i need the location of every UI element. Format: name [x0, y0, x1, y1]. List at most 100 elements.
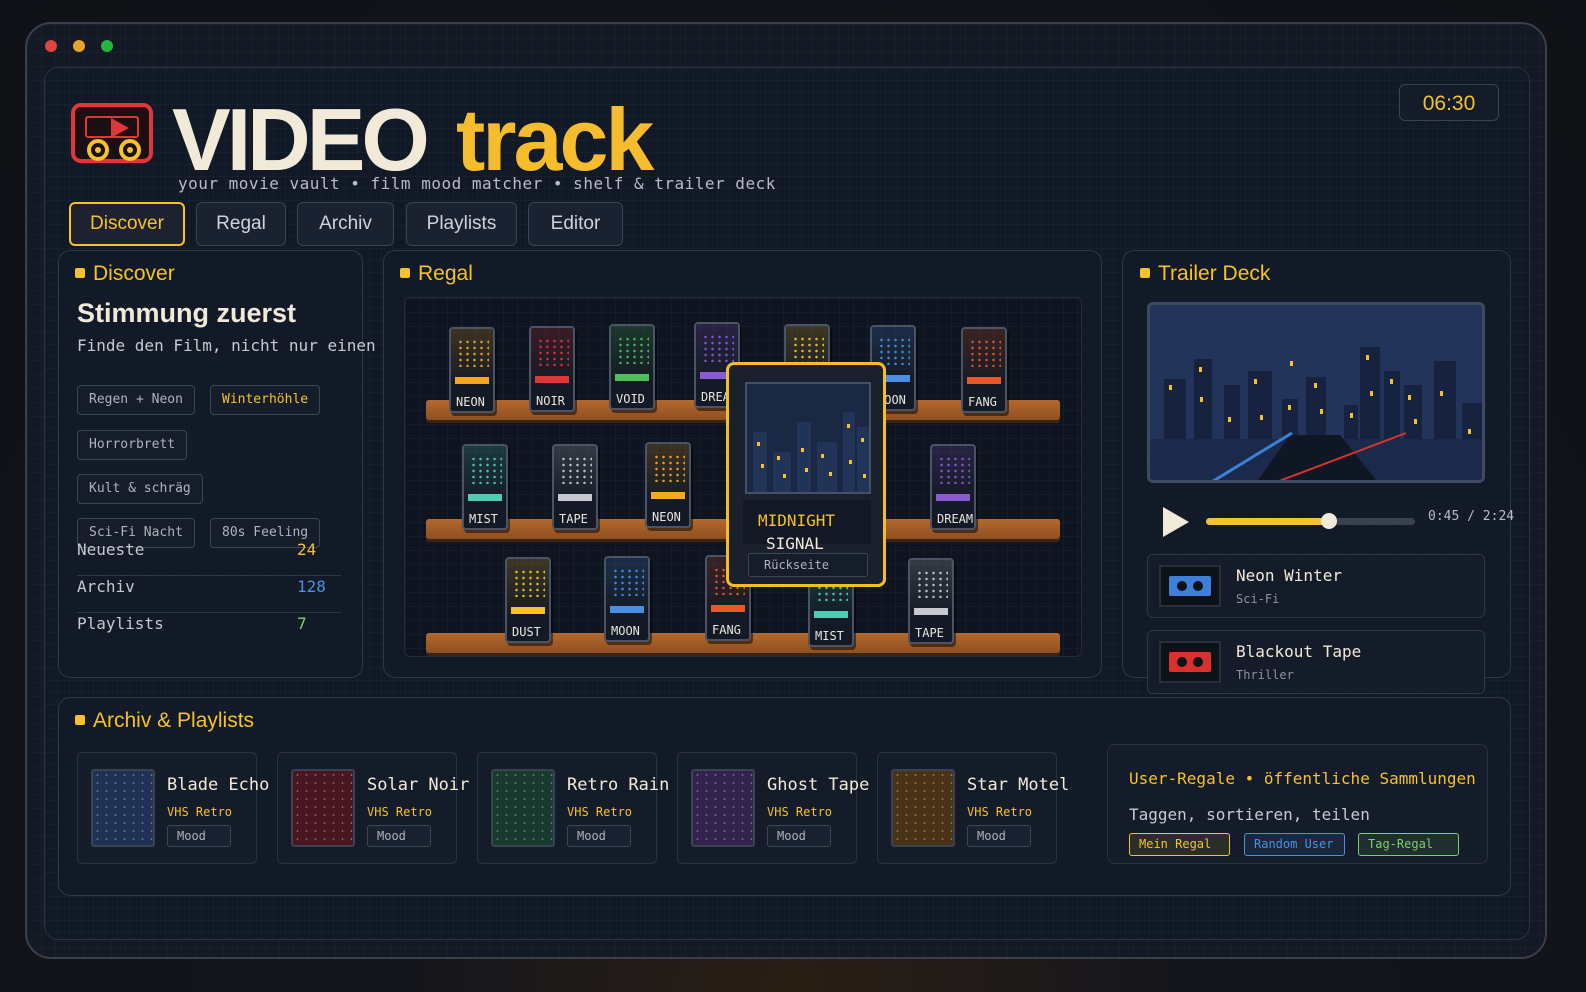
vhs-tape[interactable]: NOIR — [529, 326, 575, 412]
tab-discover[interactable]: Discover — [69, 202, 185, 246]
tape-label: NEON — [456, 395, 485, 409]
vhs-camcorder-icon — [71, 103, 153, 163]
user-shelves-subtitle: Taggen, sortieren, teilen — [1129, 805, 1370, 824]
mood-chip[interactable]: Kult & schräg — [77, 474, 203, 504]
movie-cover — [691, 769, 755, 847]
tab-regal[interactable]: Regal — [196, 202, 286, 246]
movie-cover — [891, 769, 955, 847]
tape-label: DUST — [512, 625, 541, 639]
tagline: your movie vault • film mood matcher • s… — [178, 174, 776, 193]
brand-title-video: VIDEO — [172, 90, 430, 189]
tape-label: FANG — [712, 623, 741, 637]
tab-archiv[interactable]: Archiv — [297, 202, 394, 246]
tape-art — [457, 339, 489, 367]
cassette-icon — [1159, 565, 1221, 607]
mood-button[interactable]: Mood — [967, 825, 1031, 847]
tape-detail-popup[interactable]: MIDNIGHT SIGNAL Rückseite — [726, 362, 886, 587]
window-minimize-button[interactable] — [73, 40, 85, 52]
trailer-queue-item[interactable]: Blackout Tape Thriller — [1147, 630, 1485, 694]
discover-subtitle: Finde den Film, nicht nur einen — [77, 336, 376, 355]
window-close-button[interactable] — [45, 40, 57, 52]
tab-editor[interactable]: Editor — [528, 202, 623, 246]
queue-item-genre: Sci-Fi — [1236, 592, 1280, 606]
card-title: Star Motel — [967, 775, 1070, 795]
user-shelves-heading: User-Regale • öffentliche Sammlungen — [1129, 769, 1476, 788]
window-maximize-button[interactable] — [101, 40, 113, 52]
archive-panel-title: Archiv & Playlists — [74, 709, 255, 732]
movie-cover — [91, 769, 155, 847]
mood-chip[interactable]: Sci-Fi Nacht — [77, 518, 195, 548]
mood-button[interactable]: Mood — [167, 825, 231, 847]
tape-stripe — [535, 376, 569, 383]
tape-art — [916, 570, 948, 598]
tape-stripe — [967, 377, 1001, 384]
vhs-tape[interactable]: MOON — [604, 556, 650, 642]
mood-button[interactable]: Mood — [367, 825, 431, 847]
vhs-tape[interactable]: NEON — [645, 442, 691, 528]
mood-chip[interactable]: Regen + Neon — [77, 385, 195, 415]
queue-item-title: Neon Winter — [1236, 566, 1342, 585]
trailer-video-screen[interactable] — [1147, 302, 1485, 483]
trailer-seekbar[interactable] — [1206, 518, 1415, 525]
tape-art — [878, 337, 910, 365]
tape-stripe — [651, 492, 685, 499]
tape-stripe — [914, 608, 948, 615]
vhs-tape[interactable]: NEON — [449, 327, 495, 413]
movie-cover — [291, 769, 355, 847]
tape-art — [513, 569, 545, 597]
vhs-tape[interactable]: FANG — [961, 327, 1007, 413]
seekbar-progress — [1206, 518, 1330, 525]
card-title: Blade Echo — [167, 775, 270, 795]
mood-chip-selected[interactable]: Winterhöhle — [210, 385, 321, 415]
trailer-time: 0:45 / 2:24 — [1428, 509, 1515, 524]
card-title: Solar Noir — [367, 775, 470, 795]
trailer-queue-item[interactable]: Neon Winter Sci-Fi — [1147, 554, 1485, 618]
card-title: Retro Rain — [567, 775, 670, 795]
my-shelf-button[interactable]: Mein Regal — [1129, 833, 1230, 856]
tape-title-line-1: MIDNIGHT — [758, 511, 836, 530]
flip-to-back-button[interactable]: Rückseite — [748, 553, 868, 577]
tape-title-line-2: SIGNAL — [766, 534, 824, 553]
tape-label: MIST — [815, 629, 844, 643]
vhs-tape[interactable]: DUST — [505, 557, 551, 643]
tag-shelf-button[interactable]: Tag-Regal — [1358, 833, 1459, 856]
vhs-tape[interactable]: MIST — [462, 444, 508, 530]
card-tag: VHS Retro — [367, 805, 433, 819]
movie-cover — [491, 769, 555, 847]
seekbar-handle[interactable] — [1321, 513, 1338, 529]
vhs-tape[interactable]: TAPE — [908, 558, 954, 644]
mood-button[interactable]: Mood — [767, 825, 831, 847]
discover-heading: Stimmung zuerst — [77, 298, 297, 328]
card-tag: VHS Retro — [967, 805, 1033, 819]
tape-stripe — [615, 374, 649, 381]
cassette-icon — [1159, 641, 1221, 683]
vhs-tape[interactable]: VOID — [609, 324, 655, 410]
card-title: Ghost Tape — [767, 775, 870, 795]
play-icon[interactable] — [1163, 507, 1189, 537]
mood-chip[interactable]: 80s Feeling — [210, 518, 321, 548]
vhs-tape[interactable]: DREAM — [930, 444, 976, 530]
tape-stripe — [511, 607, 545, 614]
discover-panel — [58, 250, 363, 678]
tape-label: MIST — [469, 512, 498, 526]
queue-item-title: Blackout Tape — [1236, 642, 1362, 661]
tape-art — [938, 456, 970, 484]
vhs-tape[interactable]: TAPE — [552, 444, 598, 530]
mood-chip[interactable]: Horrorbrett — [77, 430, 188, 460]
tape-stripe — [711, 605, 745, 612]
random-user-button[interactable]: Random User — [1244, 833, 1345, 856]
tape-stripe — [700, 372, 734, 379]
tape-label: VOID — [616, 392, 645, 406]
tab-playlists[interactable]: Playlists — [406, 202, 517, 246]
mood-button[interactable]: Mood — [567, 825, 631, 847]
card-tag: VHS Retro — [167, 805, 233, 819]
tape-stripe — [814, 611, 848, 618]
